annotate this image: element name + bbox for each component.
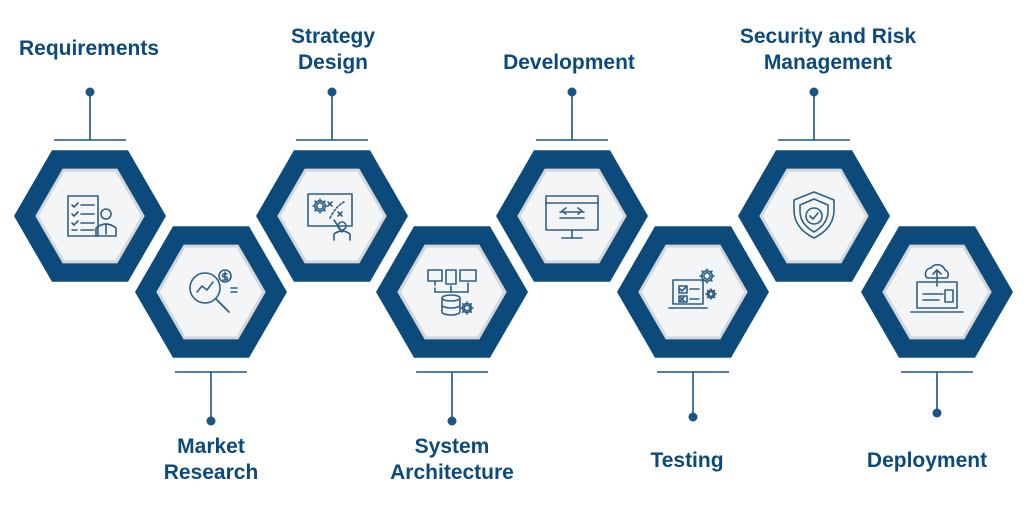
checklist-person-icon: [67, 195, 117, 237]
laptop-checklist-gears-icon: [668, 268, 717, 309]
monitor-code-icon: [545, 195, 599, 239]
hexagon-step-3: [376, 226, 528, 358]
strategy-board-icon: [307, 193, 353, 241]
hexagon-step-4: [496, 150, 648, 282]
hexagon-step-5: [617, 226, 769, 358]
step-label-security-risk: Security and Risk Management: [739, 25, 917, 74]
connector-4: [536, 87, 608, 141]
step-label-system-architecture: System Architecture: [390, 435, 514, 484]
connector-3: [416, 371, 488, 426]
hexagon-step-6: [738, 150, 890, 282]
devices-database-icon: [427, 269, 477, 316]
connector-7: [901, 371, 973, 418]
magnifier-dollar-icon: [189, 269, 238, 313]
hexagon-step-0: [14, 150, 166, 282]
hexagon-step-7: [861, 226, 1013, 358]
connector-5: [657, 371, 729, 422]
connector-1: [175, 371, 247, 426]
hexagon-step-1: [135, 226, 287, 358]
shield-check-icon: [793, 191, 835, 239]
step-label-market-research: Market Research: [163, 435, 259, 484]
hexagon-step-2: [256, 150, 408, 282]
step-label-testing: Testing: [650, 449, 724, 472]
step-label-deployment: Deployment: [866, 449, 988, 472]
laptop-cloud-upload-icon: [910, 263, 964, 313]
step-label-development: Development: [503, 51, 635, 74]
step-label-requirements: Requirements: [18, 37, 160, 60]
step-label-strategy-design: Strategy Design: [290, 25, 376, 74]
connector-2: [296, 87, 368, 141]
connector-6: [778, 87, 850, 141]
connector-0: [54, 87, 126, 141]
